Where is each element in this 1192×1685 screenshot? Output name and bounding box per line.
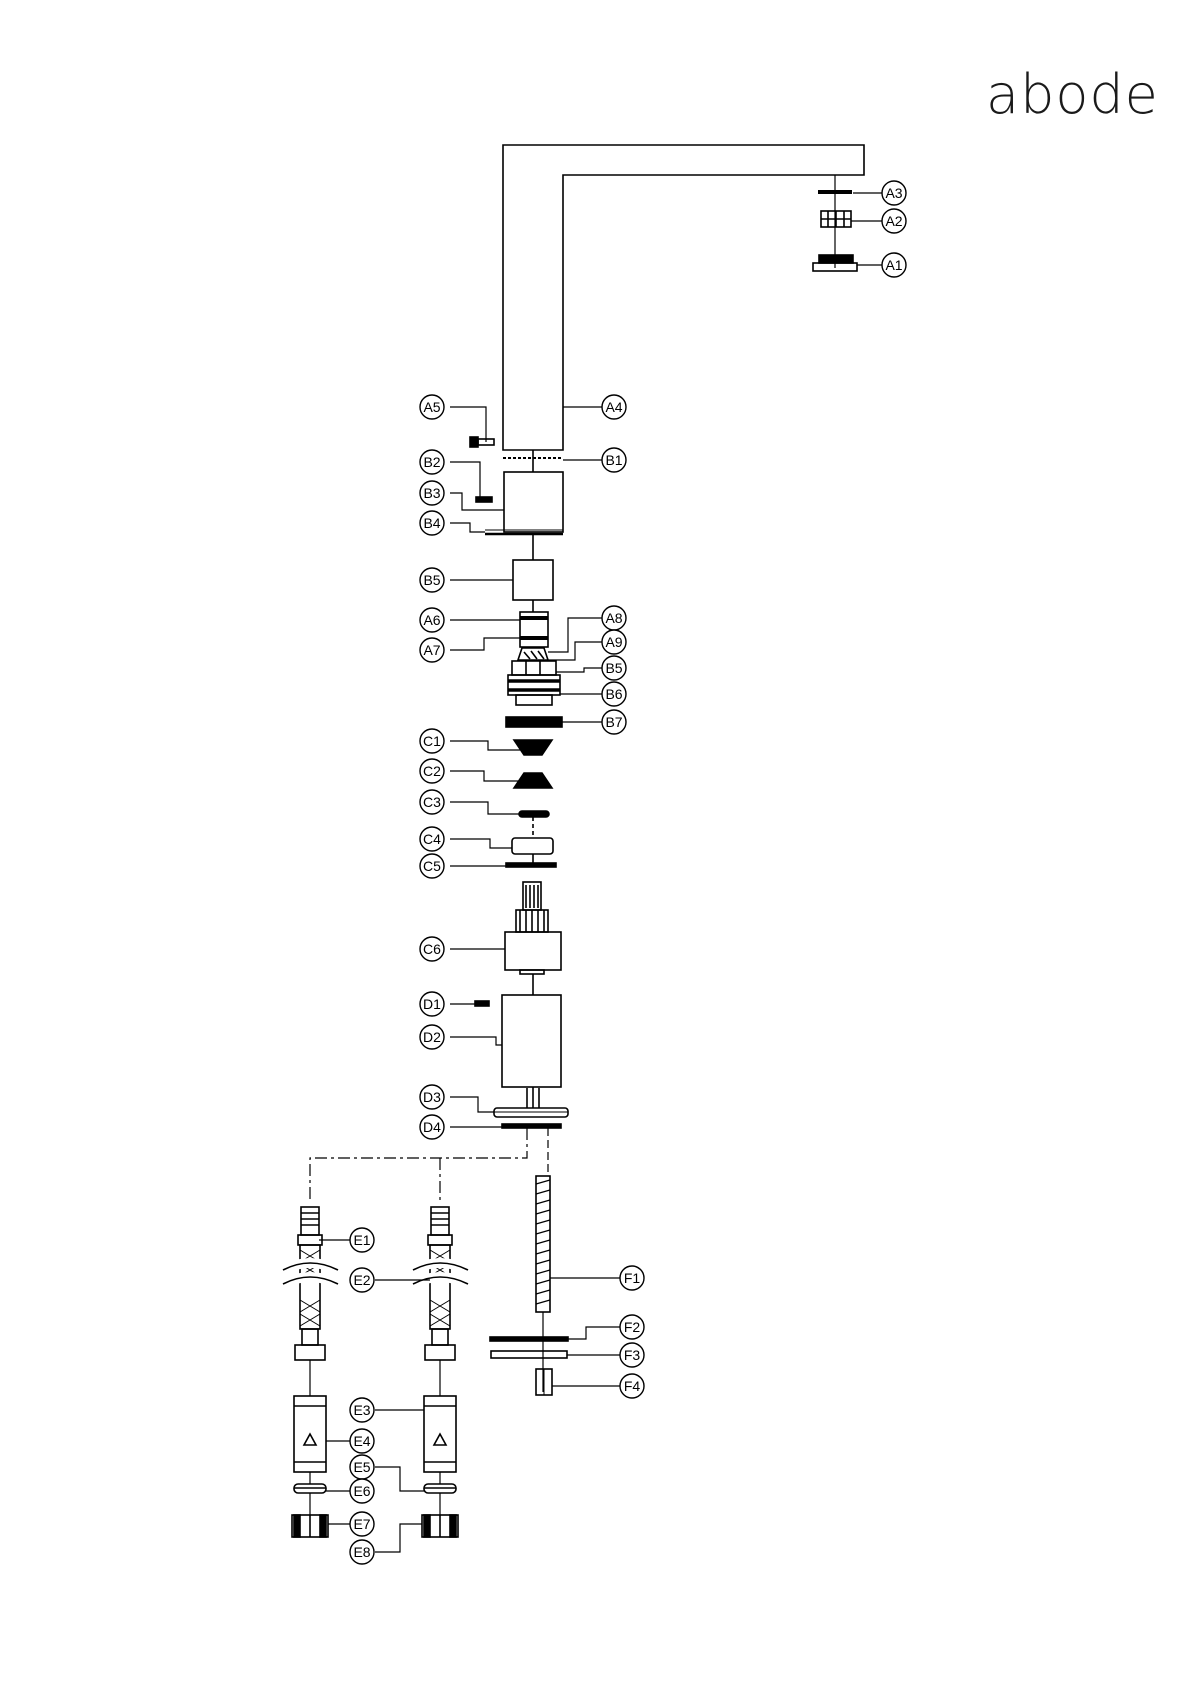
hose-left [283,1207,338,1537]
part-label: E1 [353,1232,370,1248]
callout-E5: E5 [350,1455,374,1479]
part-label: E3 [353,1402,370,1418]
part-label: A9 [605,634,622,650]
part-label: B7 [605,714,622,730]
part-label: A4 [605,399,622,415]
callout-A5: A5 [420,395,444,419]
callout-C2: C2 [420,759,444,783]
callout-E1: E1 [350,1228,374,1252]
callout-E8: E8 [350,1540,374,1564]
grub-screw [470,437,494,447]
callout-B5: B5 [420,568,444,592]
part-label: F4 [624,1378,641,1394]
callout-A7: A7 [420,638,444,662]
part-label: B4 [423,515,440,531]
callout-A6: A6 [420,608,444,632]
callout-D3: D3 [420,1085,444,1109]
part-label: B6 [605,686,622,702]
callout-B3: B3 [420,481,444,505]
part-label: C3 [423,794,441,810]
callout-A3: A3 [882,181,906,205]
part-label: E2 [353,1272,370,1288]
callout-E7: E7 [350,1512,374,1536]
part-label: D1 [423,996,441,1012]
part-label: C5 [423,858,441,874]
part-label: A7 [423,642,440,658]
callout-E6: E6 [350,1479,374,1503]
part-label: C4 [423,831,441,847]
part-label: E7 [353,1516,370,1532]
part-label: F2 [624,1319,641,1335]
callout-B4: B4 [420,511,444,535]
spout-body [503,145,864,450]
part-label: B2 [423,454,440,470]
callout-B5-right: B5 [602,656,626,680]
part-label: A5 [423,399,440,415]
part-label: A8 [605,610,622,626]
callout-A1: A1 [882,253,906,277]
callout-E3: E3 [350,1398,374,1422]
part-label: A1 [885,257,902,273]
part-label: A3 [885,185,902,201]
callout-F4: F4 [620,1374,644,1398]
part-label: C1 [423,733,441,749]
callout-C5: C5 [420,854,444,878]
part-label: A2 [885,213,902,229]
callout-E2: E2 [350,1268,374,1292]
callout-A4: A4 [602,395,626,419]
callout-C4: C4 [420,827,444,851]
part-label: A6 [423,612,440,628]
part-label: B1 [605,452,622,468]
part-label: B5 [423,572,440,588]
callout-A9: A9 [602,630,626,654]
callout-D1: D1 [420,992,444,1016]
callout-E4: E4 [350,1429,374,1453]
part-label: D4 [423,1119,441,1135]
part-label: F1 [624,1270,641,1286]
callout-B2: B2 [420,450,444,474]
part-label: E6 [353,1483,370,1499]
part-label: D2 [423,1029,441,1045]
part-label: E8 [353,1544,370,1560]
callout-D2: D2 [420,1025,444,1049]
callout-A2: A2 [882,209,906,233]
callout-C6: C6 [420,937,444,961]
callout-F3: F3 [620,1343,644,1367]
part-label: D3 [423,1089,441,1105]
hose-right [413,1207,468,1537]
part-label: F3 [624,1347,641,1363]
part-label: B5 [605,660,622,676]
aerator-stack [813,175,857,271]
part-label: E4 [353,1433,370,1449]
callout-B1: B1 [602,448,626,472]
part-label: C6 [423,941,441,957]
callout-A8: A8 [602,606,626,630]
callout-D4: D4 [420,1115,444,1139]
callout-C3: C3 [420,790,444,814]
part-label: E5 [353,1459,370,1475]
callout-F2: F2 [620,1315,644,1339]
callout-C1: C1 [420,729,444,753]
callout-B7: B7 [602,710,626,734]
part-label: C2 [423,763,441,779]
part-label: B3 [423,485,440,501]
callout-F1: F1 [620,1266,644,1290]
callout-B6: B6 [602,682,626,706]
